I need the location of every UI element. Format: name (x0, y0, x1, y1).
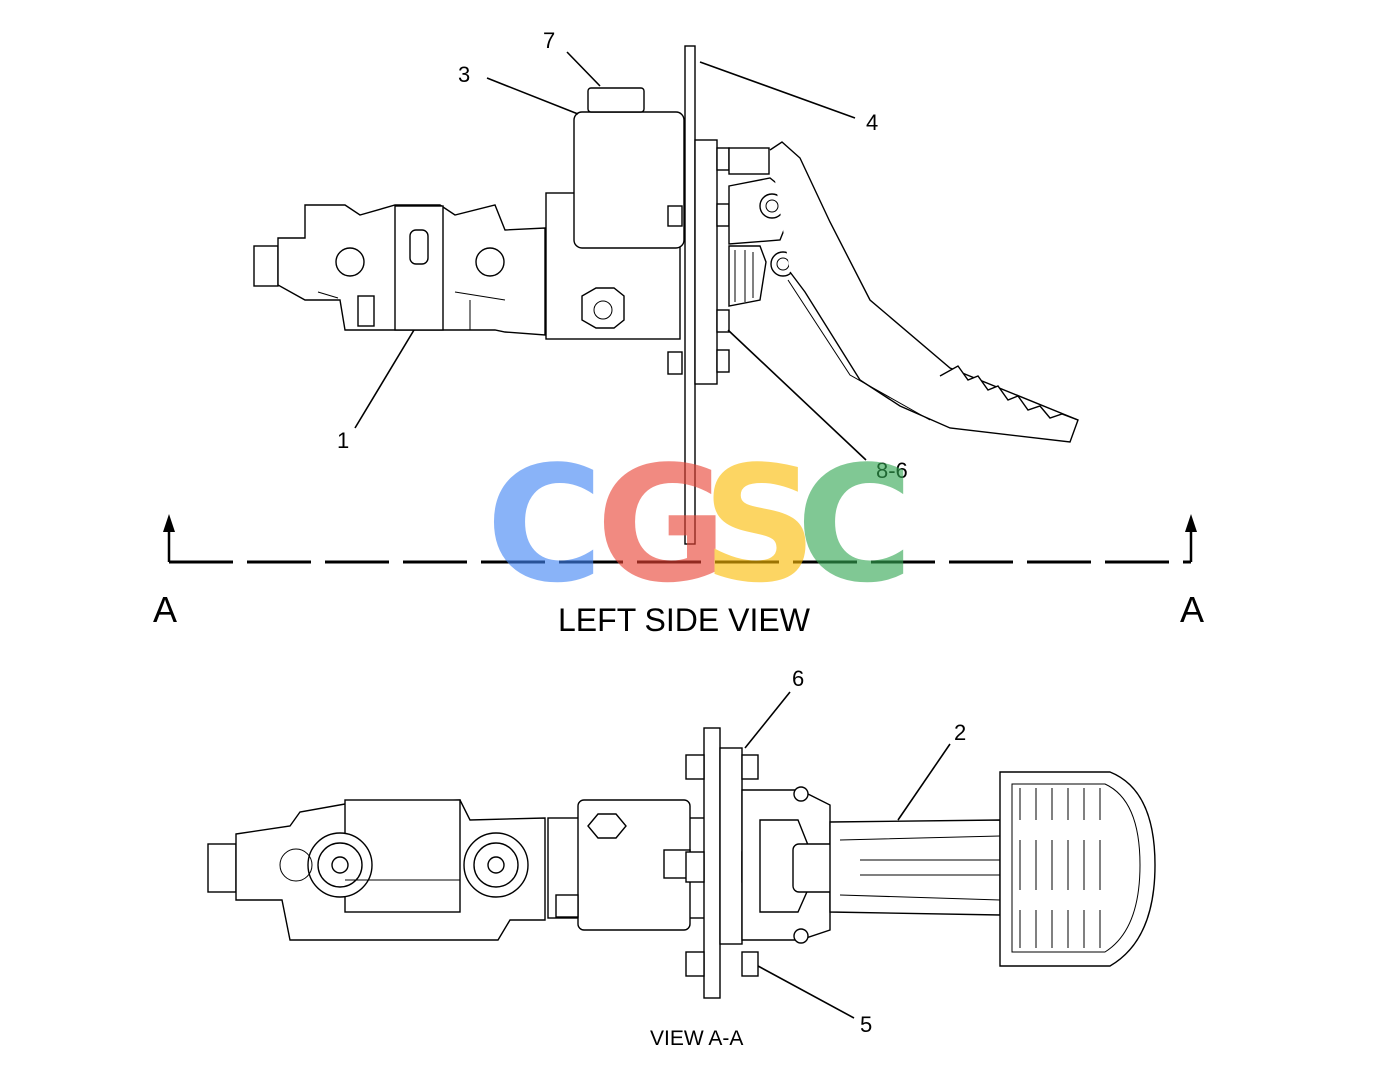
housing-top (547, 799, 707, 931)
plate-bolts (685, 747, 759, 977)
flange-bolts (694, 139, 730, 385)
view-a-a-title: VIEW A-A (650, 1027, 743, 1050)
valve-body-top (207, 799, 546, 941)
view-a-a-drawing (207, 727, 1156, 999)
watermark-letter-4: C (796, 431, 913, 618)
watermark-logo: C G S C (486, 431, 913, 618)
left-side-view-drawing (253, 45, 1079, 545)
callout-4: 4 (866, 110, 878, 135)
section-letter-left: A (153, 589, 177, 630)
callout-7: 7 (543, 28, 555, 53)
upper-leader-lines (354, 51, 867, 461)
watermark-letter-1: C (486, 431, 603, 618)
mounting-housing (545, 87, 685, 375)
pedal-linkage (728, 141, 1079, 443)
lower-leader-lines (744, 691, 951, 1019)
pedal-top (741, 771, 1156, 967)
left-side-view-title: LEFT SIDE VIEW (558, 602, 811, 638)
section-line-a-a (163, 514, 1197, 564)
watermark-letter-3: S (702, 431, 817, 618)
valve-body (253, 204, 546, 336)
callout-2: 2 (954, 720, 966, 745)
callout-1: 1 (337, 428, 349, 453)
callout-6: 6 (792, 666, 804, 691)
callout-3: 3 (458, 62, 470, 87)
watermark-letter-2: G (596, 431, 727, 618)
callout-5: 5 (860, 1012, 872, 1037)
mounting-plate-top (703, 727, 721, 999)
section-letter-right: A (1180, 589, 1204, 630)
callout-8-6: 8-6 (876, 458, 908, 483)
